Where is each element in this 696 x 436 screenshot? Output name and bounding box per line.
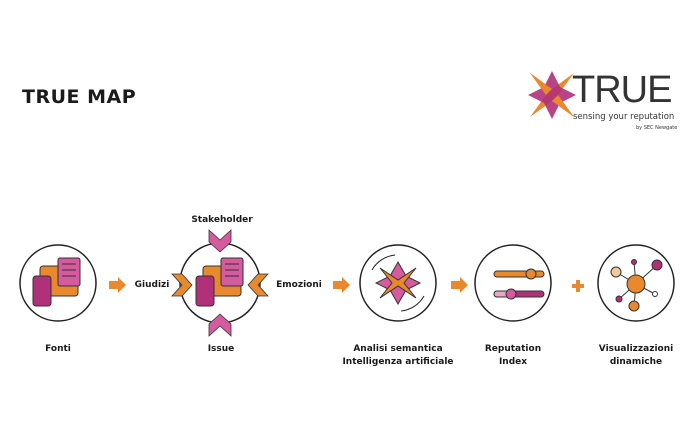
label-emozioni: Emozioni [276,280,322,290]
label-fonti: Fonti [45,344,71,354]
fonti-icon [19,244,97,322]
network-icon [597,244,675,322]
sources-hub-icon [179,242,261,324]
logo-by: by SEC Newgate [636,125,678,131]
logo-tagline: sensing your reputation [573,112,675,122]
label-analisi-line1: Analisi semantica [353,344,443,354]
arrow-icon [109,277,126,293]
chevron-down-icon [208,229,232,253]
label-vis-line1: Visualizzazioni [598,344,674,354]
label-reputation-line2: Index [498,357,528,367]
semantic-analysis-icon [359,244,437,322]
label-analisi-line2: Intelligenza artificiale [342,357,454,367]
label-visualizzazioni: Visualizzazioni dinamiche [599,343,673,369]
label-giudizi: Giudizi [134,280,170,290]
label-issue: Issue [207,344,235,354]
label-vis-line2: dinamiche [609,357,663,367]
sliders-icon [474,244,552,322]
chevron-up-icon [208,313,232,337]
label-stakeholder: Stakeholder [191,215,253,225]
logo-word: TRUE [572,69,672,111]
page-title: TRUE MAP [22,86,137,108]
arrow-icon [333,277,350,293]
arrow-icon [451,277,468,293]
chevron-right-icon [171,273,193,297]
plus-icon [572,280,584,292]
label-reputation-line1: Reputation [484,344,542,354]
chevron-left-icon [247,273,269,297]
